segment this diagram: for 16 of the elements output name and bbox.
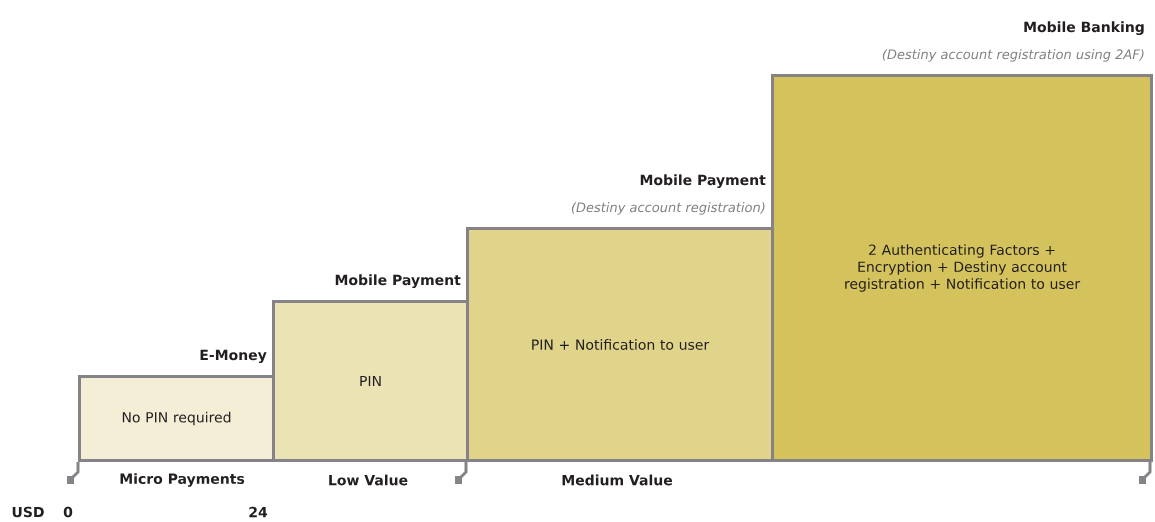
step-subtitle: (Destiny account registration) [571, 202, 765, 215]
range-label: Low Value [329, 474, 408, 486]
step-heading: Mobile Banking [1024, 21, 1144, 35]
step-heading: Mobile Payment [640, 174, 766, 188]
step-box: No PIN required [78, 375, 275, 462]
step-subtitle: (Destiny account registration using 2AF) [882, 49, 1144, 62]
step-heading: Mobile Payment [335, 274, 461, 288]
step-box: PIN + Notification to user [466, 227, 774, 462]
range-label: Micro Payments [120, 473, 245, 487]
axis-value: USD [12, 506, 44, 518]
step-heading: E-Money [200, 349, 267, 363]
step-box: 2 Authenticating Factors + Encryption + Destiny account registration + Notification to user [771, 74, 1153, 462]
step-box: PIN [272, 300, 469, 462]
range-label: Medium Value [562, 474, 673, 486]
axis-value: 0 [63, 506, 73, 518]
axis-value: 24 [249, 506, 268, 518]
